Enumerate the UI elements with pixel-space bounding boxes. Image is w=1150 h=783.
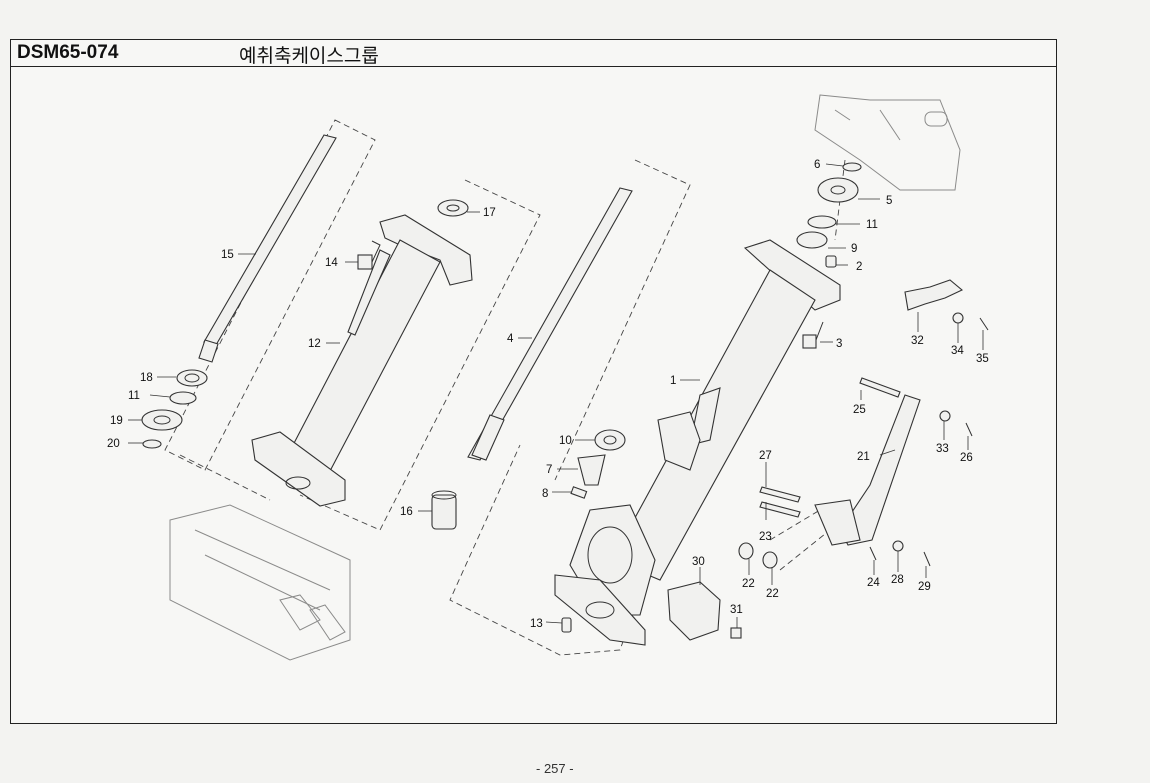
callout-34: 34 (951, 345, 964, 357)
bushing-22-a (738, 542, 754, 560)
callout-22-b: 22 (766, 588, 779, 600)
bearing-9 (796, 231, 828, 249)
callout-24: 24 (867, 577, 880, 589)
callout-9: 9 (851, 243, 857, 255)
drawing-code: DSM65-074 (17, 42, 119, 63)
callout-11-left: 11 (128, 390, 140, 402)
bolt-27 (759, 486, 801, 503)
callout-33: 33 (936, 443, 949, 455)
group-title: 예취축케이스그룹 (239, 45, 379, 67)
callout-7: 7 (546, 464, 552, 476)
callout-35: 35 (976, 353, 989, 365)
bearing-17 (437, 199, 469, 217)
callout-28: 28 (891, 574, 904, 586)
callout-15: 15 (221, 249, 234, 261)
circlip-11-right (807, 215, 837, 229)
washer-28 (892, 540, 904, 552)
shaft-15 (198, 134, 337, 363)
bevel-gear-5 (817, 177, 859, 203)
bolt-25 (859, 377, 901, 398)
callout-19: 19 (110, 415, 123, 427)
background-casting-sketch (814, 94, 961, 191)
tube-12 (251, 214, 473, 507)
lever-21 (814, 394, 921, 546)
callout-11-right: 11 (866, 219, 878, 231)
washer-6 (842, 162, 862, 172)
callout-22-a: 22 (742, 578, 755, 590)
bevel-gear-19 (141, 409, 183, 431)
pin-24 (869, 546, 877, 561)
callout-30: 30 (692, 556, 705, 568)
callout-10: 10 (559, 435, 572, 447)
callout-8: 8 (542, 488, 548, 500)
callout-4: 4 (507, 333, 514, 345)
callout-12: 12 (308, 338, 321, 350)
bushing-22-b (762, 551, 778, 569)
callout-20: 20 (107, 438, 120, 450)
sleeve-16 (431, 490, 457, 530)
pin-35 (979, 317, 989, 331)
callout-1: 1 (670, 375, 676, 387)
pin-13 (561, 617, 572, 633)
callout-32: 32 (911, 335, 924, 347)
callout-23: 23 (759, 531, 772, 543)
callout-27: 27 (759, 450, 772, 462)
callout-3: 3 (836, 338, 842, 350)
callout-2: 2 (856, 261, 862, 273)
pin-2 (825, 255, 837, 268)
background-frame-sketch (169, 504, 351, 661)
callout-16: 16 (400, 506, 413, 518)
bracket-30 (667, 581, 721, 641)
page-number: - 257 - (536, 761, 574, 776)
bolt-31 (730, 627, 742, 639)
bracket-32 (904, 279, 964, 311)
callout-5: 5 (886, 195, 892, 207)
circlip-11-left (169, 391, 197, 405)
callout-14: 14 (325, 257, 338, 269)
bearing-18 (176, 369, 208, 387)
washer-33 (939, 410, 951, 422)
callout-labels: 1 2 3 4 5 6 7 8 9 10 11 11 12 13 14 15 1… (107, 159, 989, 630)
callout-17: 17 (483, 207, 496, 219)
callout-29: 29 (918, 581, 931, 593)
callout-21: 21 (857, 451, 870, 463)
callout-6: 6 (814, 159, 820, 171)
pin-26 (965, 422, 973, 437)
bevel-gear-7 (577, 454, 606, 486)
pin-29 (923, 551, 931, 567)
bolt-23 (759, 501, 801, 518)
shaft-4 (467, 187, 633, 461)
leader-lines (128, 163, 984, 628)
case-1 (554, 239, 841, 646)
callout-31: 31 (730, 604, 743, 616)
bearing-10 (594, 429, 626, 451)
washer-34 (952, 312, 964, 324)
callout-13: 13 (530, 618, 543, 630)
clip-20 (142, 439, 162, 449)
header-bar: DSM65-074 예취축케이스그룹 (11, 40, 1056, 67)
callout-25: 25 (853, 404, 866, 416)
callout-26: 26 (960, 452, 973, 464)
pin-8 (570, 486, 588, 499)
callout-18: 18 (140, 372, 153, 384)
bolt-3 (802, 321, 824, 349)
